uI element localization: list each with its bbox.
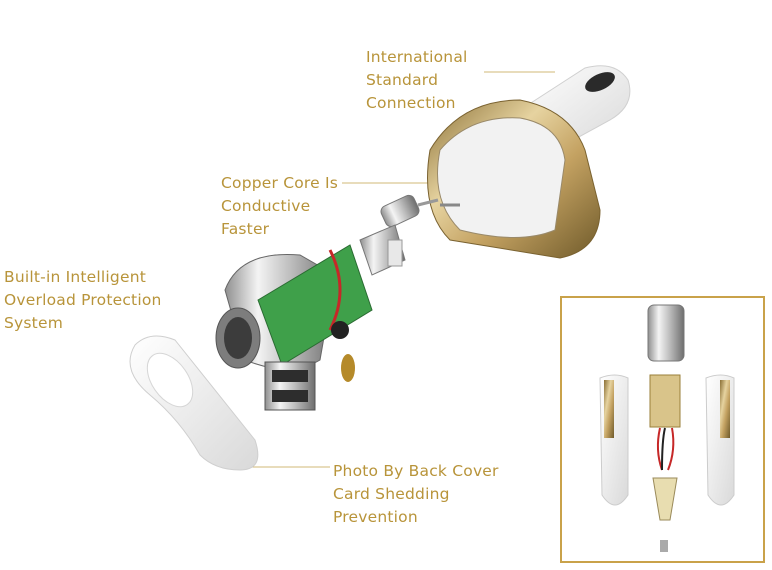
label-line: Conductive xyxy=(221,197,311,215)
label-line: Prevention xyxy=(333,508,418,526)
label-overload-protection: Built-in Intelligent Overload Protection… xyxy=(4,266,162,335)
usb-ports xyxy=(264,361,316,411)
label-line: Built-in Intelligent xyxy=(4,268,147,286)
metal-clip xyxy=(359,224,406,276)
label-line: System xyxy=(4,314,63,332)
label-line: Faster xyxy=(221,220,270,238)
back-cover xyxy=(129,335,259,471)
pcb-board xyxy=(257,244,373,382)
label-line: Copper Core Is xyxy=(221,174,339,192)
label-line: Connection xyxy=(366,94,456,112)
label-line: Overload Protection xyxy=(4,291,162,309)
label-line: Photo By Back Cover xyxy=(333,462,499,480)
label-international-standard-connection: International Standard Connection xyxy=(366,46,468,115)
spring-contact xyxy=(380,194,439,228)
label-line: Card Shedding xyxy=(333,485,450,503)
gold-housing xyxy=(427,99,601,259)
label-back-cover: Photo By Back Cover Card Shedding Preven… xyxy=(333,460,499,529)
label-line: International xyxy=(366,48,468,66)
label-line: Standard xyxy=(366,71,439,89)
leader-lines xyxy=(168,71,555,468)
label-copper-core: Copper Core Is Conductive Faster xyxy=(221,172,338,241)
inset-box xyxy=(560,296,765,563)
